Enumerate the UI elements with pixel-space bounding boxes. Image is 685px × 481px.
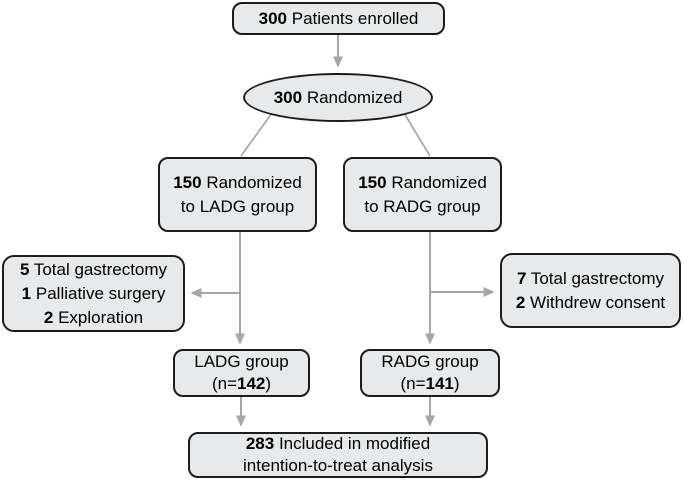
ladg-randomized-line2: to LADG group — [180, 196, 295, 216]
itt-line1: 283 Included in modified — [245, 434, 431, 453]
enrolled-count: 300 — [258, 8, 287, 28]
node-ladg-exclusions: 5 Total gastrectomy 1 Palliative surgery… — [2, 255, 185, 332]
ladg-randomized-count: 150 — [173, 172, 202, 192]
radg-group-title: RADG group — [381, 352, 479, 371]
ladg-exclusion-item: 2 Exploration — [43, 307, 144, 327]
node-radg-randomized: 150 Randomized to RADG group — [343, 157, 502, 232]
itt-count: 283 — [245, 434, 275, 453]
radg-randomized-line2: to RADG group — [364, 196, 481, 216]
node-randomized: 300 Randomized — [243, 73, 433, 122]
node-radg-exclusions: 7 Total gastrectomy 2 Withdrew consent — [500, 253, 681, 328]
radg-exclusion-item: 2 Withdrew consent — [515, 292, 666, 312]
randomized-label: 300 Randomized — [273, 87, 403, 107]
randomized-count: 300 — [273, 87, 303, 107]
ladg-group-n: (n=142) — [211, 374, 272, 393]
itt-line2: intention-to-treat analysis — [243, 456, 433, 475]
ladg-exclusion-item: 5 Total gastrectomy — [19, 259, 168, 279]
ladg-exclusion-item: 1 Palliative surgery — [21, 283, 166, 303]
radg-exclusion-item: 7 Total gastrectomy — [516, 268, 665, 288]
radg-group-count: 141 — [425, 374, 454, 393]
line-randomized-to-radg — [403, 112, 431, 157]
ladg-group-title: LADG group — [194, 352, 289, 371]
ladg-randomized-line1: 150 Randomized — [173, 172, 302, 192]
radg-randomized-line1: 150 Randomized — [358, 172, 487, 192]
radg-group-n: (n=141) — [400, 374, 460, 393]
node-ladg-group: LADG group (n=142) — [173, 349, 310, 397]
ladg-group-count: 142 — [237, 374, 266, 393]
node-ladg-randomized: 150 Randomized to LADG group — [158, 157, 317, 232]
radg-randomized-count: 150 — [358, 172, 387, 192]
node-itt-analysis: 283 Included in modified intention-to-tr… — [188, 432, 488, 478]
node-radg-group: RADG group (n=141) — [360, 349, 500, 397]
patients-enrolled-label: 300 Patients enrolled — [258, 8, 419, 28]
node-patients-enrolled: 300 Patients enrolled — [232, 2, 445, 35]
line-randomized-to-ladg — [240, 112, 273, 157]
